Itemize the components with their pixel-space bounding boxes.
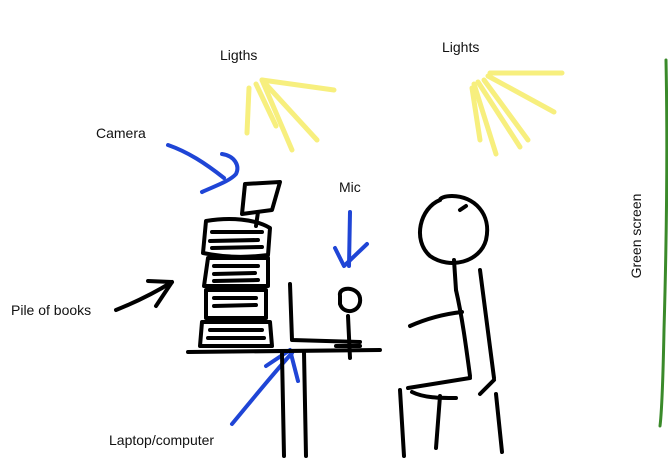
light-left-rays bbox=[247, 80, 334, 150]
mic-label: Mic bbox=[339, 179, 361, 195]
person-drawing bbox=[400, 196, 502, 456]
light-right-rays bbox=[472, 73, 562, 154]
green-screen-line bbox=[660, 60, 667, 426]
lights-right-label: Lights bbox=[442, 39, 479, 55]
books-arrow bbox=[116, 281, 172, 310]
mic-drawing bbox=[336, 289, 360, 358]
camera-arrow bbox=[168, 145, 237, 192]
laptop-arrow bbox=[232, 350, 298, 424]
books-drawing bbox=[200, 219, 272, 346]
light-left-ray bbox=[262, 80, 292, 150]
lights-left-label: Ligths bbox=[220, 47, 257, 63]
light-right-ray bbox=[488, 76, 554, 112]
laptop-label: Laptop/computer bbox=[109, 432, 214, 448]
camera-label: Camera bbox=[96, 125, 146, 141]
light-left-ray bbox=[247, 88, 249, 133]
pile-of-books-label: Pile of books bbox=[11, 302, 91, 318]
mic-arrow bbox=[335, 212, 367, 266]
green-screen-label: Green screen bbox=[628, 186, 644, 286]
